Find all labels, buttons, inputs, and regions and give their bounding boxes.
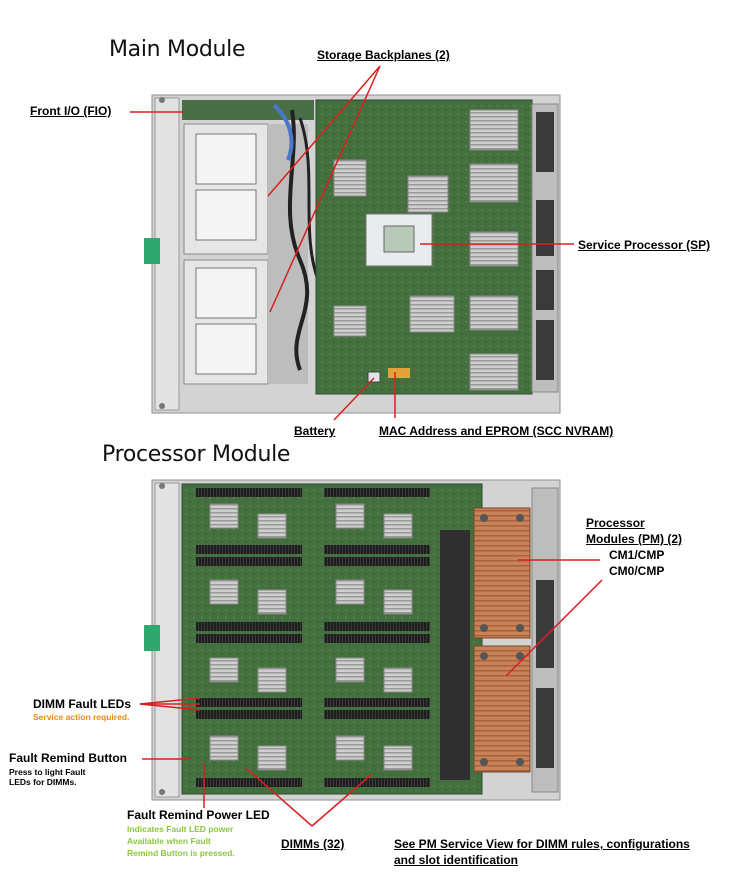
dimm-fault-leds-label: DIMM Fault LEDs [33,697,131,711]
pm-service-view-line2: and slot identification [394,853,519,867]
storage-backplanes-label: Storage Backplanes (2) [317,48,450,62]
fault-remind-button-note-2: LEDs for DIMMs. [9,777,77,787]
power-led-note-3: Remind Button is pressed. [127,848,235,858]
cm1-label: CM1/CMP [609,548,665,562]
processor-modules-label-line2: Modules (PM) (2) [586,532,682,546]
service-processor-label: Service Processor (SP) [578,238,711,252]
processor-modules-label-line1: Processor [586,516,645,530]
cm0-label: CM0/CMP [609,564,665,578]
main-module-title: Main Module [109,37,246,62]
dimm-fault-leds-note: Service action required. [33,712,130,722]
main-module-chassis [144,94,561,414]
fault-remind-button-label: Fault Remind Button [9,751,127,765]
fault-remind-power-led-label: Fault Remind Power LED [127,808,270,822]
front-io-label: Front I/O (FIO) [30,104,112,118]
processor-module-chassis [144,479,561,801]
dimms-label: DIMMs (32) [281,837,345,851]
processor-module-title: Processor Module [102,442,291,467]
battery-label: Battery [294,424,336,438]
callout-lines [130,65,603,827]
fault-remind-button-note-1: Press to light Fault [9,767,86,777]
pm-service-view-line1: See PM Service View for DIMM rules, conf… [394,837,690,851]
power-led-note-1: Indicates Fault LED power [127,824,234,834]
power-led-note-2: Available when Fault [127,836,211,846]
mac-eprom-label: MAC Address and EPROM (SCC NVRAM) [379,424,614,438]
